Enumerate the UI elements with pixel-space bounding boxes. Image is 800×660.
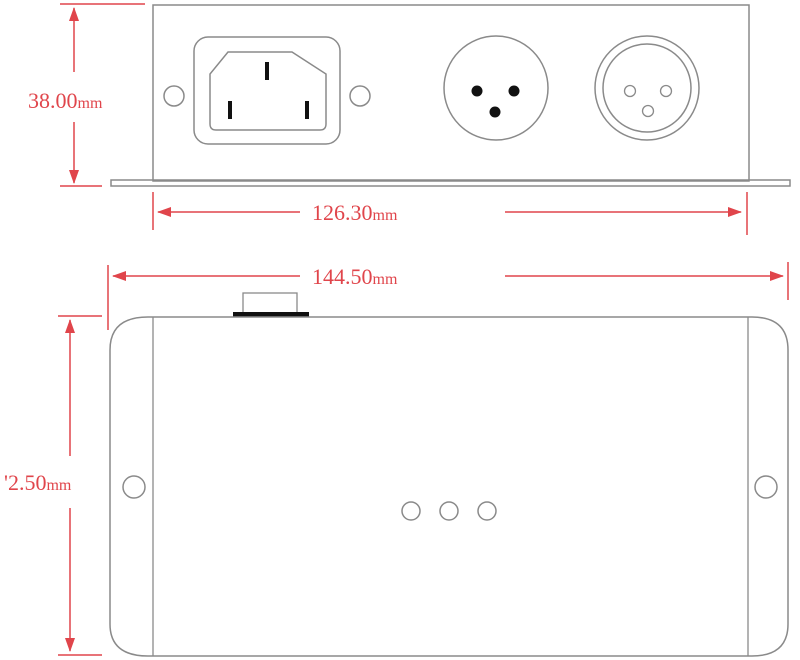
depth-dimension-label: '2.50mm	[4, 470, 72, 495]
overall-width-dimension-label: 144.50mm	[312, 264, 398, 289]
front-enclosure-outline	[152, 4, 750, 182]
top-enclosure-outline	[109, 316, 789, 657]
inner-width-dimension: 126.30mm	[152, 192, 748, 235]
left-mounting-hole-icon	[122, 475, 146, 499]
indicator-leds	[401, 501, 497, 521]
inner-width-dimension-label: 126.30mm	[312, 200, 398, 225]
led-icon	[401, 501, 421, 521]
power-inlet-icon	[163, 36, 371, 145]
overall-width-dimension: 144.50mm	[107, 262, 789, 330]
height-dimension-label: 38.00mm	[28, 88, 103, 113]
led-icon	[439, 501, 459, 521]
led-icon	[477, 501, 497, 521]
front-view: 38.00mm 126.30mm	[28, 3, 791, 235]
xlr-male-connector-icon	[443, 35, 549, 141]
xlr-female-connector-icon	[594, 35, 700, 141]
height-dimension: 38.00mm	[28, 3, 145, 187]
top-switch-icon	[233, 292, 309, 317]
depth-dimension: '2.50mm	[4, 315, 102, 656]
front-base-flange	[110, 179, 791, 187]
top-view: 144.50mm '2.50mm	[4, 262, 789, 657]
right-mounting-hole-icon	[754, 475, 778, 499]
